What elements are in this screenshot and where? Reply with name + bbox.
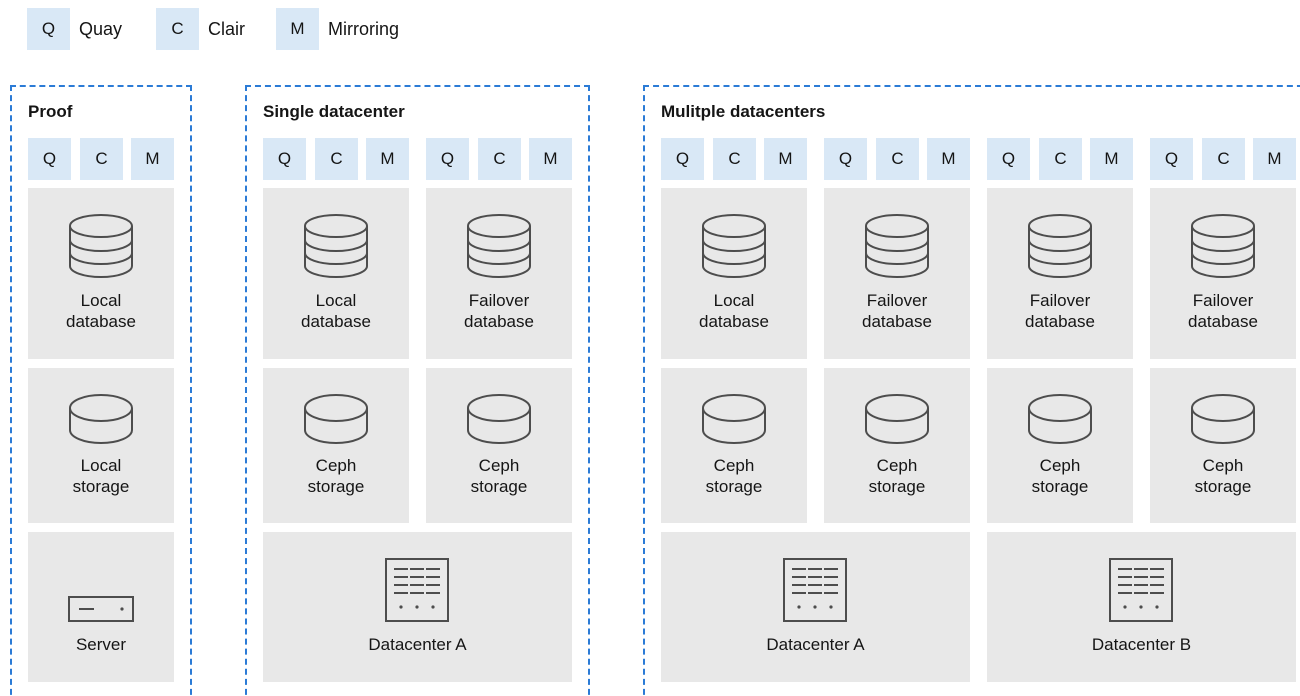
chip-clair: C: [315, 138, 358, 180]
database-tile: Failover database: [824, 188, 970, 359]
storage-icon: [304, 394, 368, 444]
server-tile: Server: [28, 532, 174, 682]
chip-mirroring: M: [529, 138, 572, 180]
chip-quay: Q: [987, 138, 1030, 180]
datacenter-tile: Datacenter A: [263, 532, 572, 682]
chip-mirroring: M: [366, 138, 409, 180]
chip-clair: C: [478, 138, 521, 180]
legend-mirroring-label: Mirroring: [328, 18, 400, 39]
storage-label: Ceph storage: [705, 456, 763, 496]
database-icon: [865, 214, 929, 278]
legend-quay-label: Quay: [79, 18, 123, 39]
storage-icon: [69, 394, 133, 444]
chip-quay: Q: [661, 138, 704, 180]
storage-icon: [1191, 394, 1255, 444]
database-tile: Failover database: [1150, 188, 1296, 359]
datacenter-label: Datacenter A: [766, 635, 865, 654]
database-label: Local database: [66, 291, 136, 331]
database-icon: [1191, 214, 1255, 278]
chip-clair: C: [1039, 138, 1082, 180]
storage-tile: Ceph storage: [263, 368, 409, 523]
database-icon: [304, 214, 368, 278]
legend-clair-key: C: [156, 8, 199, 50]
datacenter-icon: [1109, 558, 1173, 622]
chip-quay: Q: [1150, 138, 1193, 180]
chip-mirroring: M: [927, 138, 970, 180]
storage-icon: [865, 394, 929, 444]
database-tile: Failover database: [426, 188, 572, 359]
section-single-datacenter: [245, 85, 590, 696]
chip-clair: C: [713, 138, 756, 180]
storage-tile: Ceph storage: [1150, 368, 1296, 523]
chip-quay: Q: [263, 138, 306, 180]
chip-quay: Q: [28, 138, 71, 180]
legend-mirroring-key: M: [276, 8, 319, 50]
database-label: Local database: [301, 291, 371, 331]
database-label: Failover database: [862, 291, 932, 331]
legend-mirroring: M Mirroring: [276, 8, 399, 50]
chip-mirroring: M: [1090, 138, 1133, 180]
chip-mirroring: M: [131, 138, 174, 180]
legend-clair-label: Clair: [208, 18, 246, 39]
database-label: Local database: [699, 291, 769, 331]
storage-label: Local storage: [72, 456, 130, 496]
chip-clair: C: [80, 138, 123, 180]
storage-label: Ceph storage: [307, 456, 365, 496]
chip-quay: Q: [426, 138, 469, 180]
storage-label: Ceph storage: [1194, 456, 1252, 496]
storage-icon: [1028, 394, 1092, 444]
section-multiple-datacenters: [643, 85, 1300, 696]
database-icon: [1028, 214, 1092, 278]
storage-icon: [702, 394, 766, 444]
storage-icon: [467, 394, 531, 444]
datacenter-label: Datacenter A: [368, 635, 467, 654]
section-title-proof: Proof: [28, 102, 73, 121]
database-label: Failover database: [464, 291, 534, 331]
chip-clair: C: [876, 138, 919, 180]
database-tile: Local database: [28, 188, 174, 359]
datacenter-tile: Datacenter B: [987, 532, 1296, 682]
section-title-single-datacenter: Single datacenter: [263, 102, 405, 121]
storage-tile: Local storage: [28, 368, 174, 523]
datacenter-label: Datacenter B: [1091, 635, 1192, 654]
chip-clair: C: [1202, 138, 1245, 180]
storage-tile: Ceph storage: [987, 368, 1133, 523]
server-icon: [68, 596, 134, 622]
storage-label: Ceph storage: [1031, 456, 1089, 496]
storage-label: Ceph storage: [868, 456, 926, 496]
section-proof: [10, 85, 192, 696]
database-icon: [467, 214, 531, 278]
database-icon: [69, 214, 133, 278]
chip-mirroring: M: [764, 138, 807, 180]
database-tile: Failover database: [987, 188, 1133, 359]
legend-quay: Q Quay: [27, 8, 122, 50]
database-label: Failover database: [1188, 291, 1258, 331]
datacenter-icon: [385, 558, 449, 622]
storage-label: Ceph storage: [470, 456, 528, 496]
database-icon: [702, 214, 766, 278]
storage-tile: Ceph storage: [661, 368, 807, 523]
database-tile: Local database: [661, 188, 807, 359]
datacenter-icon: [783, 558, 847, 622]
datacenter-tile: Datacenter A: [661, 532, 970, 682]
database-label: Failover database: [1025, 291, 1095, 331]
database-tile: Local database: [263, 188, 409, 359]
chip-quay: Q: [824, 138, 867, 180]
legend-clair: C Clair: [156, 8, 245, 50]
server-label: Server: [75, 635, 127, 654]
storage-tile: Ceph storage: [824, 368, 970, 523]
section-title-multiple-datacenters: Mulitple datacenters: [661, 102, 826, 121]
legend-quay-key: Q: [27, 8, 70, 50]
chip-mirroring: M: [1253, 138, 1296, 180]
storage-tile: Ceph storage: [426, 368, 572, 523]
